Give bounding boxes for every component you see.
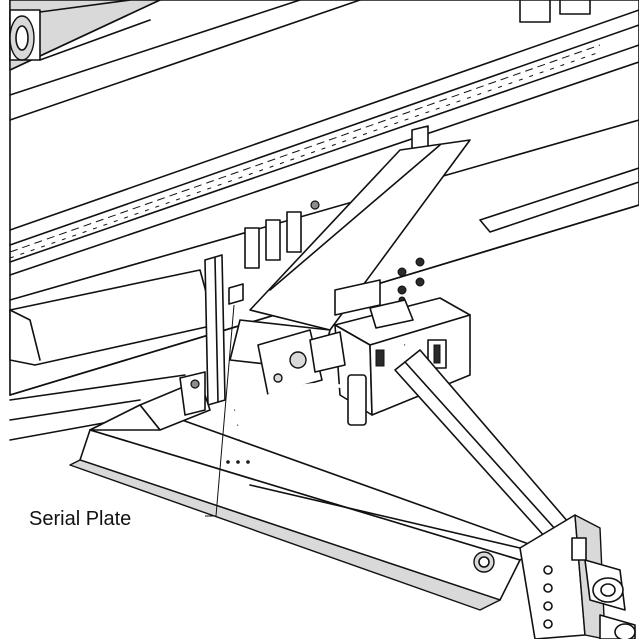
roller-drum <box>9 0 151 61</box>
frame-body <box>9 0 639 441</box>
tongue-drawbar <box>69 349 576 611</box>
serial-plate-label: Serial Plate <box>29 508 131 530</box>
hidden-lines <box>226 460 250 464</box>
hitch-tip <box>473 514 636 639</box>
serial-plate <box>228 283 244 305</box>
serial-plate-leader <box>205 304 235 517</box>
vertical-post <box>204 254 226 406</box>
